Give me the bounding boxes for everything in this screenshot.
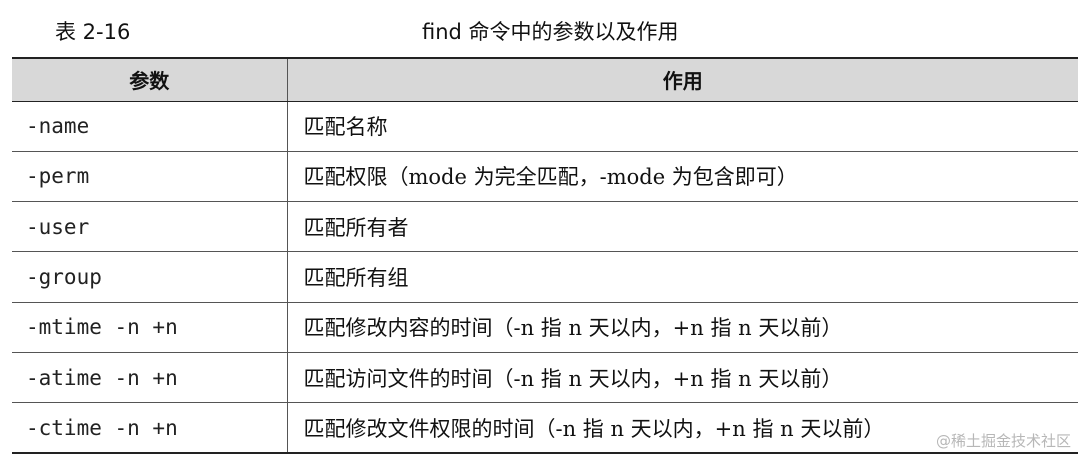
watermark: @稀土掘金技术社区 bbox=[935, 432, 1071, 450]
param-cell: -group bbox=[12, 251, 288, 303]
table-row: -atime -n +n 匹配访问文件的时间（-n 指 n 天以内，+n 指 n… bbox=[12, 352, 1078, 404]
desc-cell: 匹配所有组 bbox=[286, 251, 1078, 303]
caption-title: find 命令中的参数以及作用 bbox=[422, 20, 679, 44]
table-row: -group 匹配所有组 bbox=[12, 251, 1078, 303]
table-row: -mtime -n +n 匹配修改内容的时间（-n 指 n 天以内，+n 指 n… bbox=[12, 302, 1078, 353]
header-row: 参数 作用 bbox=[12, 57, 1078, 102]
table-row: -user 匹配所有者 bbox=[12, 201, 1078, 253]
desc-cell: 匹配权限（mode 为完全匹配，-mode 为包含即可） bbox=[286, 151, 1078, 203]
header-desc: 作用 bbox=[286, 57, 1078, 102]
table-header: 参数 作用 bbox=[12, 57, 1078, 102]
find-params-table: 参数 作用 -name 匹配名称 -perm 匹配权限（mode 为完全匹配，-… bbox=[12, 57, 1078, 455]
table-row: -name 匹配名称 bbox=[12, 101, 1078, 152]
param-cell: -mtime -n +n bbox=[12, 302, 288, 353]
param-cell: -name bbox=[12, 101, 288, 152]
desc-cell: 匹配修改内容的时间（-n 指 n 天以内，+n 指 n 天以前） bbox=[286, 302, 1078, 353]
table-caption: 表 2-16 find 命令中的参数以及作用 bbox=[0, 0, 1079, 60]
table-row: -ctime -n +n 匹配修改文件权限的时间（-n 指 n 天以内，+n 指… bbox=[12, 402, 1078, 455]
param-cell: -user bbox=[12, 201, 288, 253]
desc-cell: 匹配访问文件的时间（-n 指 n 天以内，+n 指 n 天以前） bbox=[286, 352, 1078, 404]
param-cell: -perm bbox=[12, 151, 288, 203]
desc-cell: 匹配所有者 bbox=[286, 201, 1078, 253]
table-row: -perm 匹配权限（mode 为完全匹配，-mode 为包含即可） bbox=[12, 151, 1078, 203]
header-param: 参数 bbox=[12, 57, 288, 102]
table-body: -name 匹配名称 -perm 匹配权限（mode 为完全匹配，-mode 为… bbox=[12, 101, 1078, 455]
desc-cell: 匹配修改文件权限的时间（-n 指 n 天以内，+n 指 n 天以前） bbox=[286, 402, 1078, 455]
find-params-table-container: 参数 作用 -name 匹配名称 -perm 匹配权限（mode 为完全匹配，-… bbox=[12, 57, 1078, 455]
param-cell: -atime -n +n bbox=[12, 352, 288, 404]
caption-label: 表 2-16 bbox=[55, 20, 131, 44]
param-cell: -ctime -n +n bbox=[12, 402, 288, 455]
desc-cell: 匹配名称 bbox=[286, 101, 1078, 152]
